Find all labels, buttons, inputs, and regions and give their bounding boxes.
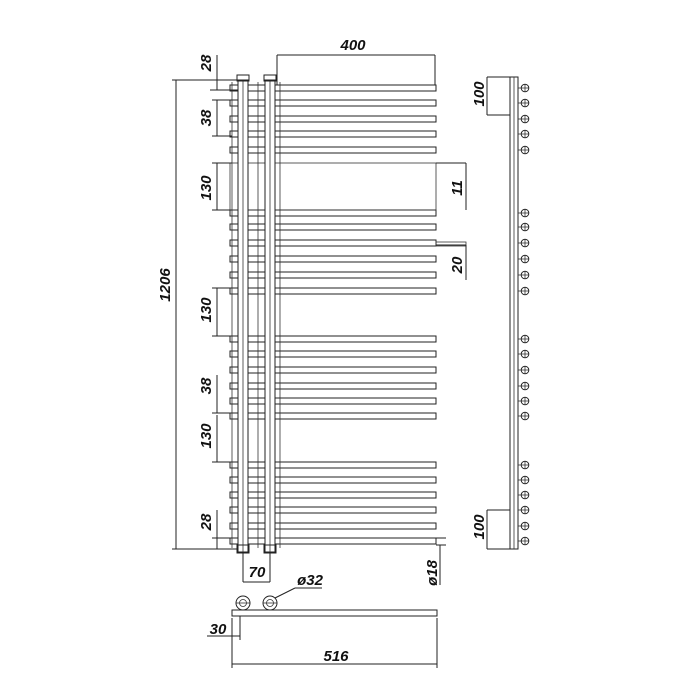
side-bar-end <box>518 238 530 248</box>
collector-cap-top-left <box>236 74 250 82</box>
towel-bar <box>229 491 437 499</box>
dim-spacing-top: 38 <box>198 109 215 126</box>
dim-top-gap: 28 <box>198 54 215 72</box>
plan-bar <box>231 609 438 617</box>
dim-side-offset: 20 <box>449 256 466 274</box>
towel-bar <box>229 115 437 123</box>
towel-bar <box>229 335 437 343</box>
plan-view <box>207 587 438 668</box>
side-bar-end <box>518 460 530 470</box>
side-bar-end <box>518 222 530 232</box>
side-bar-end <box>518 396 530 406</box>
side-bar-end <box>518 381 530 391</box>
front-view <box>229 74 467 554</box>
towel-bar <box>229 84 437 92</box>
dim-side-bottom: 100 <box>471 514 488 540</box>
plan-collector-left <box>235 595 251 611</box>
side-bar-end <box>518 286 530 296</box>
towel-bar <box>229 382 437 390</box>
dim-bar-height: 11 <box>449 180 466 196</box>
dim-gap-3: 130 <box>198 423 215 449</box>
side-bar-end <box>518 270 530 280</box>
dim-width-top: 400 <box>339 37 366 54</box>
side-bar-end <box>518 129 530 139</box>
towel-bar <box>229 146 437 154</box>
towel-bar <box>229 255 437 263</box>
side-bar-end <box>518 490 530 500</box>
dim-total-height: 1206 <box>157 268 174 302</box>
dim-spacing-mid: 38 <box>198 377 215 394</box>
side-extension <box>435 241 467 247</box>
dim-bottom-gap: 28 <box>198 513 215 531</box>
collector-left <box>237 79 249 553</box>
side-bar-end <box>518 83 530 93</box>
dim-gap-2: 130 <box>198 297 215 323</box>
dim-collector-spacing: 70 <box>249 564 266 581</box>
side-bar-end <box>518 254 530 264</box>
dim-pipe-diameter: ø32 <box>297 572 324 589</box>
towel-bar <box>229 412 437 420</box>
towel-bar <box>229 461 437 469</box>
towel-bar <box>229 506 437 514</box>
side-view <box>486 76 530 550</box>
towel-bar <box>229 350 437 358</box>
side-bar-end <box>518 365 530 375</box>
towel-bar <box>229 130 437 138</box>
towel-bar <box>229 366 437 374</box>
towel-bar <box>229 99 437 107</box>
side-bar-end <box>518 145 530 155</box>
towel-bar <box>229 287 437 295</box>
towel-bar <box>229 397 437 405</box>
side-bar-end <box>518 475 530 485</box>
collector-right <box>264 79 276 553</box>
dim-wall-offset: 30 <box>210 621 227 638</box>
dim-bar-diameter: ø18 <box>424 559 441 586</box>
towel-bar <box>229 209 437 217</box>
side-bar-end <box>518 521 530 531</box>
towel-bar <box>229 537 437 545</box>
side-bar-end <box>518 349 530 359</box>
dimension-labels: 28 400 38 130 11 1206 20 130 38 130 28 1… <box>157 37 488 665</box>
bar-gap-outline <box>229 162 437 211</box>
side-bar-end <box>518 334 530 344</box>
dimension-lines <box>172 54 467 585</box>
side-bar-end <box>518 98 530 108</box>
dim-gap-1: 130 <box>198 175 215 201</box>
collector-cap-top-right <box>263 74 277 82</box>
dim-total-width: 516 <box>323 648 349 665</box>
towel-bar <box>229 223 437 231</box>
side-bar-ends <box>518 83 530 546</box>
towel-bar <box>229 271 437 279</box>
side-bar-end <box>518 505 530 515</box>
plan-collector-right <box>262 595 278 611</box>
towel-bar <box>229 239 437 247</box>
side-bar-end <box>518 208 530 218</box>
towel-bar <box>229 522 437 530</box>
dim-side-top: 100 <box>471 81 488 107</box>
side-bar-end <box>518 411 530 421</box>
side-bar-end <box>518 114 530 124</box>
towel-bars <box>229 84 467 545</box>
towel-bar <box>229 476 437 484</box>
side-bar-end <box>518 536 530 546</box>
